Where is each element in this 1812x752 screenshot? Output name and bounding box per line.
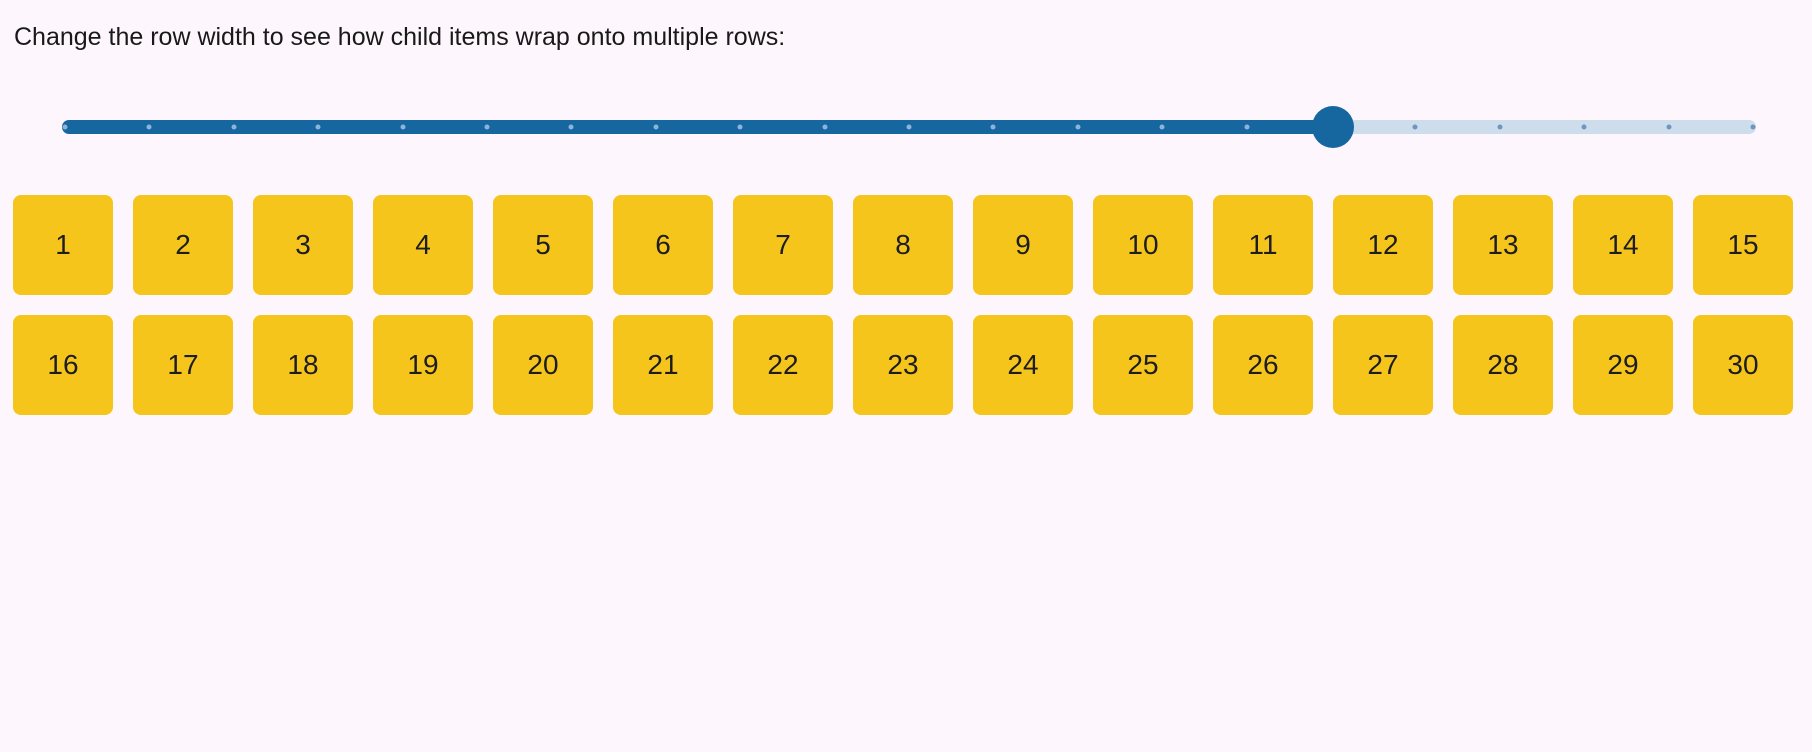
grid-item: 17 <box>133 315 233 415</box>
slider-tick <box>231 124 237 130</box>
grid-item: 8 <box>853 195 953 295</box>
slider-tick <box>568 124 574 130</box>
slider-tick <box>400 124 406 130</box>
grid-item: 5 <box>493 195 593 295</box>
slider-tick <box>315 124 321 130</box>
grid-item: 10 <box>1093 195 1193 295</box>
grid-item: 29 <box>1573 315 1673 415</box>
grid-item: 19 <box>373 315 473 415</box>
slider-thumb[interactable] <box>1311 106 1354 148</box>
grid-item: 15 <box>1693 195 1793 295</box>
grid-item: 30 <box>1693 315 1793 415</box>
slider-fill <box>62 120 1333 134</box>
grid-item: 16 <box>13 315 113 415</box>
grid-item: 13 <box>1453 195 1553 295</box>
slider-tick <box>1497 124 1503 130</box>
grid-item: 22 <box>733 315 833 415</box>
grid-item: 18 <box>253 315 353 415</box>
slider-tick <box>146 124 152 130</box>
grid-item: 14 <box>1573 195 1673 295</box>
grid-item: 2 <box>133 195 233 295</box>
slider-tick <box>822 124 828 130</box>
grid-item: 27 <box>1333 315 1433 415</box>
slider-tick <box>1581 124 1587 130</box>
slider-tick <box>1159 124 1165 130</box>
grid-item: 3 <box>253 195 353 295</box>
grid-item: 20 <box>493 315 593 415</box>
slider-tick <box>990 124 996 130</box>
slider-ticks <box>62 106 1756 148</box>
grid-item: 25 <box>1093 315 1193 415</box>
grid-item: 26 <box>1213 315 1313 415</box>
grid-item: 1 <box>13 195 113 295</box>
grid-item: 4 <box>373 195 473 295</box>
slider-tick <box>1075 124 1081 130</box>
instruction-text: Change the row width to see how child it… <box>14 23 786 51</box>
grid-item: 7 <box>733 195 833 295</box>
slider-tick <box>906 124 912 130</box>
slider-tick <box>1750 124 1756 130</box>
grid-item: 21 <box>613 315 713 415</box>
slider-tick <box>653 124 659 130</box>
grid-item: 6 <box>613 195 713 295</box>
grid-item: 23 <box>853 315 953 415</box>
slider-tick <box>737 124 743 130</box>
slider-tick <box>1666 124 1672 130</box>
slider-tick <box>62 124 68 130</box>
grid-item: 28 <box>1453 315 1553 415</box>
grid-item: 9 <box>973 195 1073 295</box>
slider-tick <box>484 124 490 130</box>
row-width-slider[interactable] <box>62 106 1756 148</box>
slider-tick <box>1412 124 1418 130</box>
grid-item: 12 <box>1333 195 1433 295</box>
slider-tick <box>1244 124 1250 130</box>
grid-item: 11 <box>1213 195 1313 295</box>
grid-item: 24 <box>973 315 1073 415</box>
